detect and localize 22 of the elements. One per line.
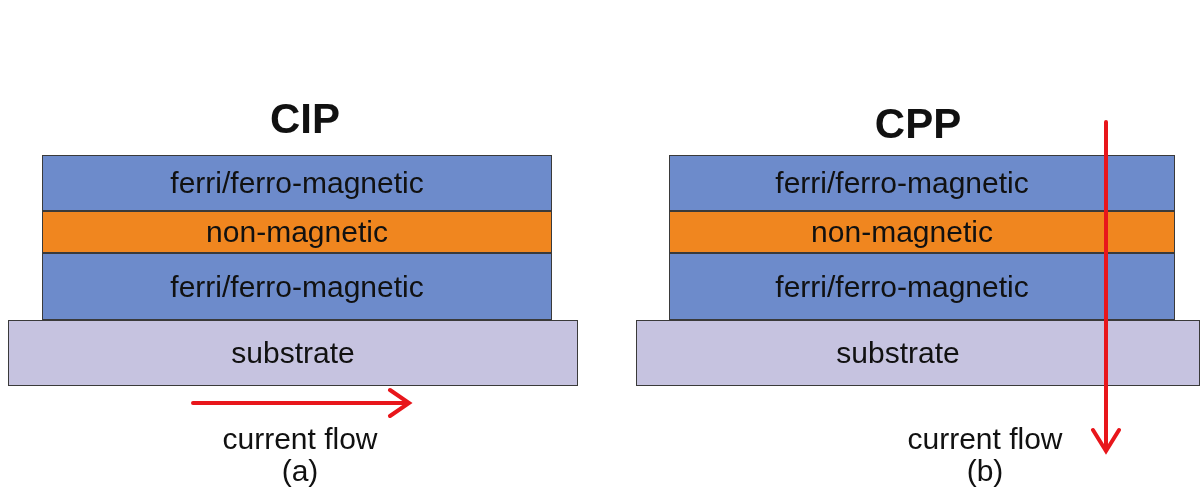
layer-label: substrate — [836, 336, 960, 370]
layer-label: ferri/ferro-magnetic — [170, 166, 424, 200]
non-magnetic-layer — [669, 211, 1175, 253]
substrate-layer — [636, 320, 1200, 386]
layer-label: ferri/ferro-magnetic — [775, 269, 1029, 304]
magnetic-layer — [669, 253, 1175, 320]
layer-label: non-magnetic — [206, 215, 388, 249]
panel-letter: (b) — [966, 454, 1004, 488]
non-magnetic-layer — [42, 211, 552, 253]
layer-label: ferri/ferro-magnetic — [170, 269, 424, 304]
layer-label: non-magnetic — [811, 215, 993, 249]
layer-label: ferri/ferro-magnetic — [775, 166, 1029, 200]
panel-title: CIP — [270, 95, 340, 143]
substrate-layer — [8, 320, 578, 386]
magnetic-layer — [669, 155, 1175, 211]
layer-label: substrate — [231, 336, 355, 370]
panel-letter: (a) — [281, 454, 319, 488]
magnetic-layer — [42, 155, 552, 211]
axis-caption: current flow — [222, 422, 378, 456]
magnetic-layer — [42, 253, 552, 320]
panel-title: CPP — [874, 100, 962, 148]
axis-caption: current flow — [907, 422, 1063, 456]
